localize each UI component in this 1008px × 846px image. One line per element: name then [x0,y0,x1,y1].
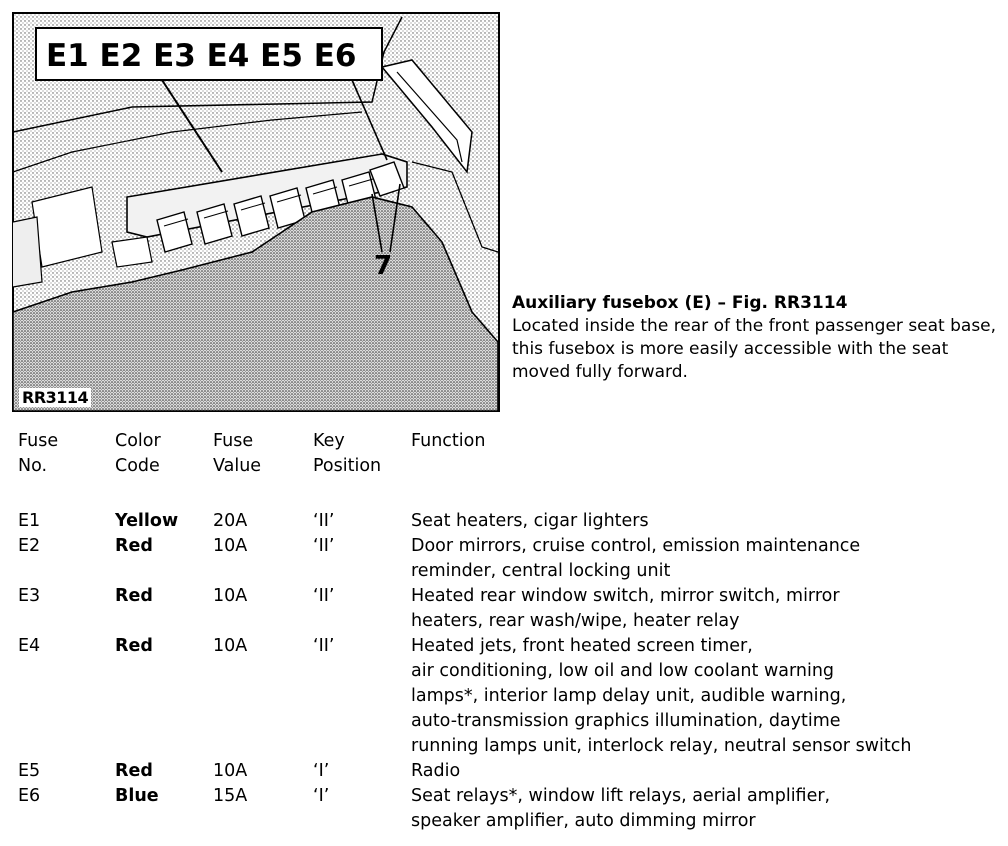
fuse-value-cell: 10A [213,586,248,606]
key-position-cell: ‘II’ [313,636,335,656]
function-cell: Door mirrors, cruise control, emission m… [411,534,1003,584]
figure-caption: Auxiliary fusebox (E) – Fig. RR3114 Loca… [512,292,1002,384]
table-header-row: Fuse No. Color Code Fuse Value Key Posit… [18,429,1003,509]
fuse-no-cell: E3 [18,586,41,606]
function-cell: Seat heaters, cigar lighters [411,509,1003,534]
fuse-value-cell: 20A [213,511,248,531]
function-line: Heated rear window switch, mirror switch… [411,586,840,606]
function-line: Seat heaters, cigar lighters [411,511,649,531]
table-row: E2 Red 10A ‘II’ Door mirrors, cruise control… [18,534,1003,584]
figure-id: RR3114 [19,388,92,407]
function-cell: Seat relays*, window lift relays, aerial… [411,784,1003,834]
header-line: Fuse [213,431,254,451]
function-cell: Heated rear window switch, mirror switch… [411,584,1003,634]
table-row: E4 Red 10A ‘II’ Heated jets, front heated sc… [18,634,1003,759]
function-cell: Radio [411,759,1003,784]
fuse-value-cell: 10A [213,761,248,781]
function-line: speaker amplifier, auto dimming mirror [411,811,756,831]
caption-title: Auxiliary fusebox (E) – Fig. RR3114 [512,293,848,313]
header-key-position: Key Position [313,429,411,509]
table-row: E5 Red 10A ‘I’ Radio [18,759,1003,784]
function-line: reminder, central locking unit [411,561,671,581]
key-position-cell: ‘I’ [313,786,330,806]
caption-body: Located inside the rear of the front pas… [512,316,997,382]
fusebox-illustration: E1 E2 E3 E4 E5 E6 7 [12,12,500,412]
fuse-no-cell: E5 [18,761,41,781]
key-position-cell: ‘II’ [313,511,335,531]
function-line: heaters, rear wash/wipe, heater relay [411,611,740,631]
color-code-cell: Red [115,586,153,606]
fuse-callout: E1 E2 E3 E4 E5 E6 [46,38,356,74]
fuse-no-cell: E4 [18,636,41,656]
function-line: auto-transmission graphics illumination,… [411,711,841,731]
header-fuse-value: Fuse Value [213,429,313,509]
key-position-cell: ‘II’ [313,536,335,556]
function-cell: Heated jets, front heated screen timer, a… [411,634,1003,759]
header-line: Fuse [18,431,59,451]
header-fuse-no: Fuse No. [18,429,115,509]
fuse-value-cell: 10A [213,636,248,656]
fuse-table: Fuse No. Color Code Fuse Value Key Posit… [18,429,1003,834]
header-line: Code [115,456,160,476]
fuse-no-cell: E1 [18,511,41,531]
header-line: Function [411,431,486,451]
function-line: running lamps unit, interlock relay, neu… [411,736,912,756]
header-line: Position [313,456,382,476]
color-code-cell: Yellow [115,511,179,531]
function-line: Heated jets, front heated screen timer, [411,636,753,656]
header-color-code: Color Code [115,429,213,509]
fuse-value-cell: 10A [213,536,248,556]
table-row: E6 Blue 15A ‘I’ Seat relays*, window lift re… [18,784,1003,834]
header-line: Value [213,456,262,476]
color-code-cell: Blue [115,786,159,806]
fuse-rows: E1 Yellow 20A ‘II’ Seat heaters, cigar light… [18,509,1003,834]
table-row: E1 Yellow 20A ‘II’ Seat heaters, cigar light… [18,509,1003,534]
key-position-cell: ‘II’ [313,586,335,606]
function-line: Radio [411,761,461,781]
function-line: Door mirrors, cruise control, emission m… [411,536,861,556]
fuse-no-cell: E2 [18,536,41,556]
header-function: Function [411,429,1003,509]
fuse-value-cell: 15A [213,786,248,806]
key-position-cell: ‘I’ [313,761,330,781]
table-row: E3 Red 10A ‘II’ Heated rear window switch, m… [18,584,1003,634]
function-line: air conditioning, low oil and low coolan… [411,661,835,681]
header-line: Key [313,431,345,451]
header-line: No. [18,456,48,476]
header-line: Color [115,431,161,451]
color-code-cell: Red [115,761,153,781]
fuse-no-cell: E6 [18,786,41,806]
pointer-label: 7 [374,251,392,281]
color-code-cell: Red [115,636,153,656]
function-line: lamps*, interior lamp delay unit, audibl… [411,686,847,706]
function-line: Seat relays*, window lift relays, aerial… [411,786,831,806]
color-code-cell: Red [115,536,153,556]
